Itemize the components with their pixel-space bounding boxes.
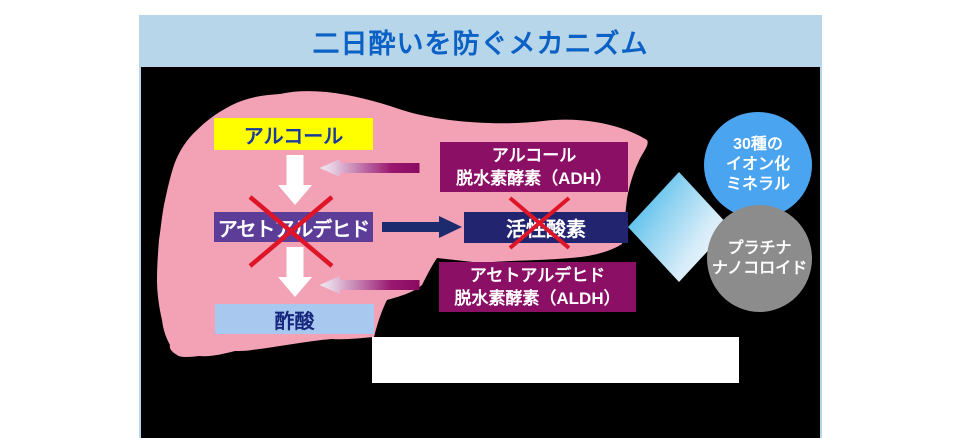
adh-label-line1: アルコール bbox=[491, 146, 577, 165]
platinum-nanocolloid-circle: プラチナ ナノコロイド bbox=[707, 205, 812, 312]
arrow-layer bbox=[278, 155, 730, 297]
hangover-mechanism-figure: 二日酔いを防ぐメカニズム bbox=[139, 15, 822, 438]
red-cross-icon-active-oxygen bbox=[508, 196, 571, 250]
aldh-action-arrow-icon bbox=[319, 276, 420, 294]
adh-label-line2: 脱水素酵素（ADH） bbox=[456, 169, 612, 188]
minerals-label-line1: 30種の bbox=[733, 136, 783, 153]
red-cross-icon-acetaldehyde bbox=[248, 195, 334, 268]
acetic-acid-box: 酢酸 bbox=[215, 304, 374, 334]
cross-layer bbox=[248, 195, 571, 268]
down-arrow-icon-2 bbox=[278, 247, 312, 297]
figure-title: 二日酔いを防ぐメカニズム bbox=[312, 28, 649, 59]
minerals-label-line3: ミネラル bbox=[725, 176, 790, 193]
acetic-acid-label: 酢酸 bbox=[274, 310, 315, 333]
alcohol-label: アルコール bbox=[243, 125, 344, 148]
adh-enzyme-box: アルコール 脱水素酵素（ADH） bbox=[440, 142, 628, 192]
platinum-label-line1: プラチナ bbox=[727, 239, 792, 257]
down-arrow-icon-1 bbox=[278, 155, 312, 205]
aldh-label-line2: 脱水素酵素（ALDH） bbox=[454, 289, 621, 308]
right-arrow-icon bbox=[382, 216, 462, 238]
aldh-label-line1: アセトアルデヒド bbox=[469, 266, 606, 285]
alcohol-box: アルコール bbox=[214, 118, 373, 150]
platinum-label-line2: ナノコロイド bbox=[711, 259, 808, 277]
blocker-diamond-arrow-icon bbox=[628, 172, 730, 282]
adh-action-arrow-icon bbox=[319, 159, 420, 177]
minerals-label-line2: イオン化 bbox=[725, 156, 790, 173]
ionized-minerals-circle: 30種の イオン化 ミネラル bbox=[704, 112, 812, 218]
aldh-enzyme-box: アセトアルデヒド 脱水素酵素（ALDH） bbox=[439, 262, 636, 312]
blank-caption-area bbox=[372, 337, 739, 383]
figure-header: 二日酔いを防ぐメカニズム bbox=[141, 15, 820, 67]
diagram-panel: アルコール アセトアルデヒド 酢酸 活性酸素 アルコール 脱水素酵素（ADH） … bbox=[141, 67, 820, 438]
